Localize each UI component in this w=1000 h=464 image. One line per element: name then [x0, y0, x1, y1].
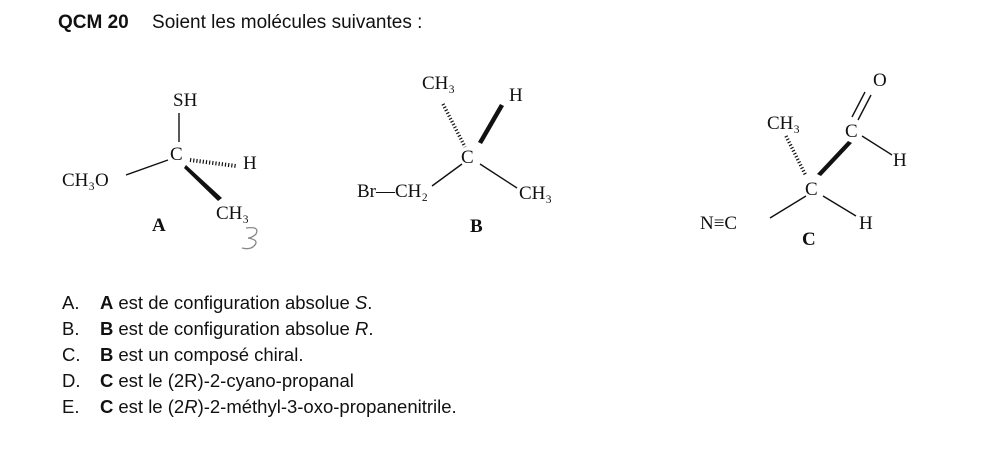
- option-letter: E.: [62, 396, 80, 417]
- option-text: est de configuration absolue S.: [118, 292, 373, 313]
- answer-options: A. A est de configuration absolue S. B. …: [62, 290, 457, 420]
- option-text: est de configuration absolue R.: [118, 318, 374, 339]
- mol-c-label: C: [802, 229, 816, 250]
- handwritten-mark: [241, 226, 258, 250]
- mol-c-bond-cho-h: [861, 135, 893, 156]
- option-b[interactable]: B. B est de configuration absolue R.: [62, 316, 457, 342]
- option-letter: D.: [62, 370, 81, 391]
- question-title: Soient les molécules suivantes :: [152, 12, 423, 33]
- mol-a-label: A: [152, 215, 166, 236]
- mol-c-ch3: CH₃: [767, 113, 800, 134]
- option-subject: B: [100, 318, 114, 339]
- option-letter: A.: [62, 292, 80, 313]
- mol-b-wedge-bond: [478, 104, 504, 144]
- mol-a-ch3: CH₃: [216, 203, 249, 224]
- mol-b-center-c: C: [461, 147, 474, 168]
- option-subject: C: [100, 370, 114, 391]
- mol-b-ch3-top: CH₃: [422, 73, 455, 94]
- mol-c-hash-bond: [784, 135, 808, 177]
- mol-c-double-bond-2: [857, 94, 872, 121]
- mol-a-bond-left: [125, 159, 169, 176]
- option-a[interactable]: A. A est de configuration absolue S.: [62, 290, 457, 316]
- mol-a-center-c: C: [170, 144, 183, 165]
- question-number: QCM 20: [58, 12, 129, 33]
- mol-c-o: O: [873, 70, 887, 91]
- mol-c-aldehyde-h: H: [893, 150, 907, 171]
- molecule-b: CH₃ H C Br—CH₂ CH₃ B: [357, 73, 552, 237]
- mol-c-bond-left: [769, 195, 807, 219]
- option-subject: C: [100, 396, 114, 417]
- option-subject: A: [100, 292, 114, 313]
- mol-c-nitrile: N≡C: [700, 213, 737, 234]
- mol-b-bond-right: [479, 163, 518, 189]
- mol-c-double-bond-1: [851, 91, 866, 118]
- mol-a-sh: SH: [173, 90, 198, 111]
- option-text: est un composé chiral.: [118, 344, 304, 365]
- option-letter: B.: [62, 318, 80, 339]
- mol-c-wedge-bond: [817, 141, 852, 176]
- mol-b-label: B: [470, 216, 483, 237]
- option-text: est le (2R)-2-méthyl-3-oxo-propanenitril…: [118, 396, 457, 417]
- option-d[interactable]: D. C est le (2R)-2-cyano-propanal: [62, 368, 457, 394]
- option-text: est le (2R)-2-cyano-propanal: [118, 370, 354, 391]
- mol-c-bond-right: [822, 195, 857, 217]
- mol-b-bond-left: [431, 163, 463, 187]
- mol-b-ch3-right: CH₃: [519, 183, 552, 204]
- mol-c-carbonyl-c: C: [845, 121, 858, 142]
- question-header: QCM 20 Soient les molécules suivantes :: [58, 12, 422, 34]
- option-subject: B: [100, 344, 114, 365]
- mol-a-ch3o: CH₃O: [62, 170, 109, 191]
- mol-b-brch2: Br—CH₂: [357, 181, 428, 202]
- mol-b-h: H: [509, 85, 523, 106]
- molecule-c: O CH₃ C H C N≡C H C: [700, 70, 907, 250]
- molecules-figure: SH C CH₃O H CH₃ A CH₃ H C Br—CH₂ CH₃ B O…: [62, 70, 907, 250]
- option-c[interactable]: C. B est un composé chiral.: [62, 342, 457, 368]
- option-letter: C.: [62, 344, 81, 365]
- mol-c-center-c: C: [805, 179, 818, 200]
- mol-a-wedge-bond: [184, 165, 222, 201]
- mol-c-h: H: [859, 213, 873, 234]
- option-e[interactable]: E. C est le (2R)-2-méthyl-3-oxo-propanen…: [62, 394, 457, 420]
- molecule-a: SH C CH₃O H CH₃ A: [62, 90, 258, 250]
- mol-a-h: H: [243, 153, 257, 174]
- mol-a-hash-bond: [189, 158, 237, 168]
- mol-b-hash-bond: [441, 103, 467, 148]
